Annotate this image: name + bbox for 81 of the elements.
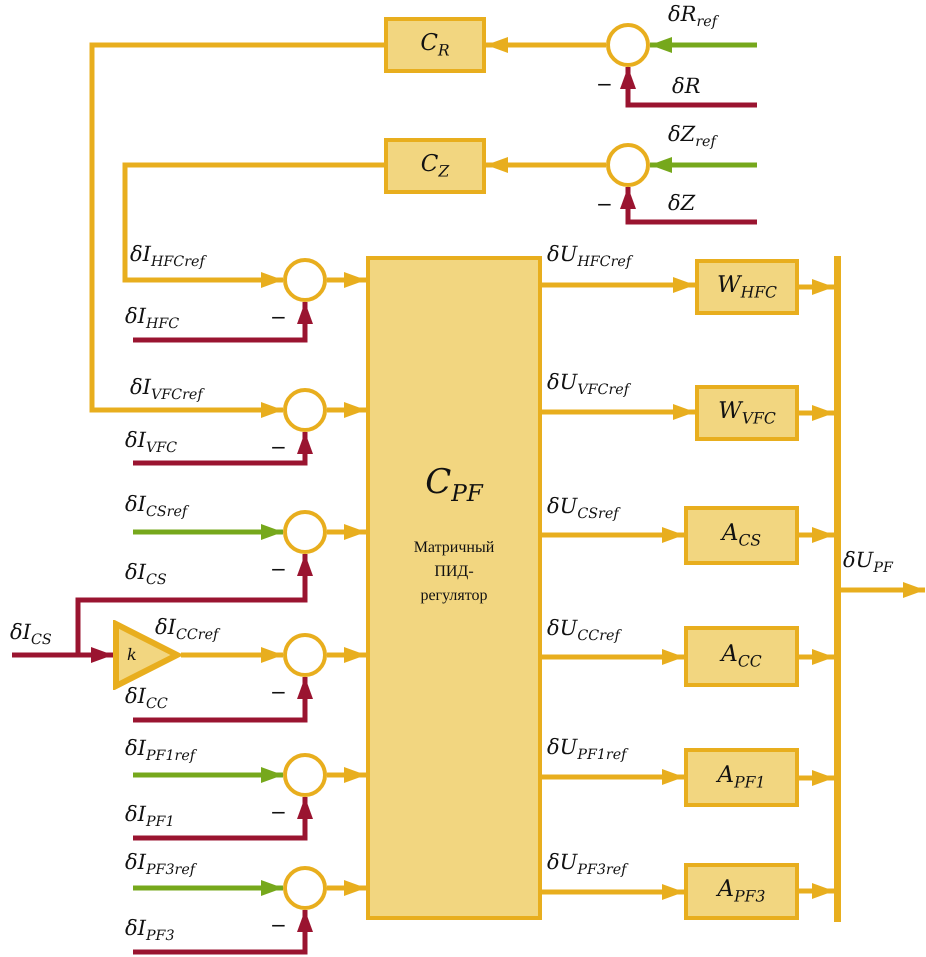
bus-bar — [834, 256, 841, 922]
edge-label: δI$_{VFC}$ — [125, 430, 178, 456]
arrow — [799, 649, 834, 665]
minus-sign: − — [270, 682, 287, 702]
controller-block — [684, 506, 799, 565]
edge-label: δR$_{ref}$ — [668, 4, 718, 30]
arrow — [799, 527, 834, 543]
arrow — [841, 582, 925, 598]
arrow — [486, 37, 606, 53]
edge-label: δI$_{CS}$ — [10, 622, 52, 648]
summing-junction — [283, 388, 327, 432]
block-description: Матричный ПИД-регулятор — [412, 538, 496, 606]
edge-label: δI$_{CC}$ — [125, 686, 168, 712]
block-label: A$_{CC}$ — [721, 643, 762, 670]
minus-sign: − — [596, 194, 613, 214]
arrow — [542, 884, 684, 900]
block-label: A$_{CS}$ — [722, 522, 762, 549]
block-label: W$_{HFC}$ — [716, 274, 778, 300]
arrow — [799, 883, 834, 899]
arrow — [542, 649, 684, 665]
arrow — [133, 302, 313, 342]
summing-junction — [283, 510, 327, 554]
controller-block — [684, 626, 799, 687]
arrow — [327, 880, 366, 896]
controller-block — [684, 863, 799, 920]
edge-label: δZ$_{ref}$ — [668, 124, 716, 150]
summing-junction — [606, 143, 650, 187]
arrow — [133, 910, 313, 954]
minus-sign: − — [270, 307, 287, 327]
block-label: W$_{VFC}$ — [718, 400, 776, 426]
arrow — [327, 402, 366, 418]
arrow — [620, 187, 757, 224]
summing-junction — [283, 633, 327, 677]
block-label: C$_{Z}$ — [420, 152, 450, 180]
arrow — [650, 157, 757, 173]
arrow — [799, 405, 834, 421]
arrow — [181, 647, 283, 663]
minus-sign: − — [270, 437, 287, 457]
controller-block — [684, 748, 799, 807]
block-label: C$_{PF}$ — [425, 465, 483, 506]
arrow — [486, 157, 606, 173]
arrow — [650, 37, 757, 53]
edge-label: δR — [672, 76, 700, 97]
arrow — [327, 767, 366, 783]
arrow — [799, 770, 834, 786]
arrow — [133, 880, 283, 896]
edge-label: δI$_{HFC}$ — [125, 306, 180, 332]
arrow — [327, 272, 366, 288]
arrow — [799, 279, 834, 295]
arrow — [90, 42, 384, 418]
summing-junction — [283, 753, 327, 797]
minus-sign: − — [270, 915, 287, 935]
arrow — [133, 677, 313, 722]
minus-sign: − — [270, 559, 287, 579]
edge-label: δU$_{PF}$ — [843, 550, 893, 576]
edge-label: δI$_{CS}$ — [125, 562, 167, 588]
controller-block — [384, 138, 486, 194]
arrow — [542, 769, 684, 785]
arrow — [327, 524, 366, 540]
summing-junction — [283, 258, 327, 302]
arrow — [542, 404, 695, 420]
arrow — [327, 647, 366, 663]
arrow — [133, 767, 283, 783]
controller-block — [366, 256, 542, 920]
controller-block — [384, 17, 486, 73]
block-label: C$_{R}$ — [420, 32, 450, 58]
arrow — [542, 277, 695, 293]
minus-sign: − — [596, 74, 613, 94]
arrow — [620, 67, 757, 108]
edge-label: δZ — [668, 193, 696, 214]
block-label: k — [127, 647, 137, 663]
arrow — [133, 797, 313, 840]
summing-junction — [283, 866, 327, 910]
arrow — [542, 527, 684, 543]
summing-junction — [606, 23, 650, 67]
controller-block — [695, 259, 799, 315]
controller-block — [695, 385, 799, 441]
arrow — [133, 524, 283, 540]
arrow — [122, 162, 384, 288]
arrow — [133, 432, 313, 466]
minus-sign: − — [270, 802, 287, 822]
